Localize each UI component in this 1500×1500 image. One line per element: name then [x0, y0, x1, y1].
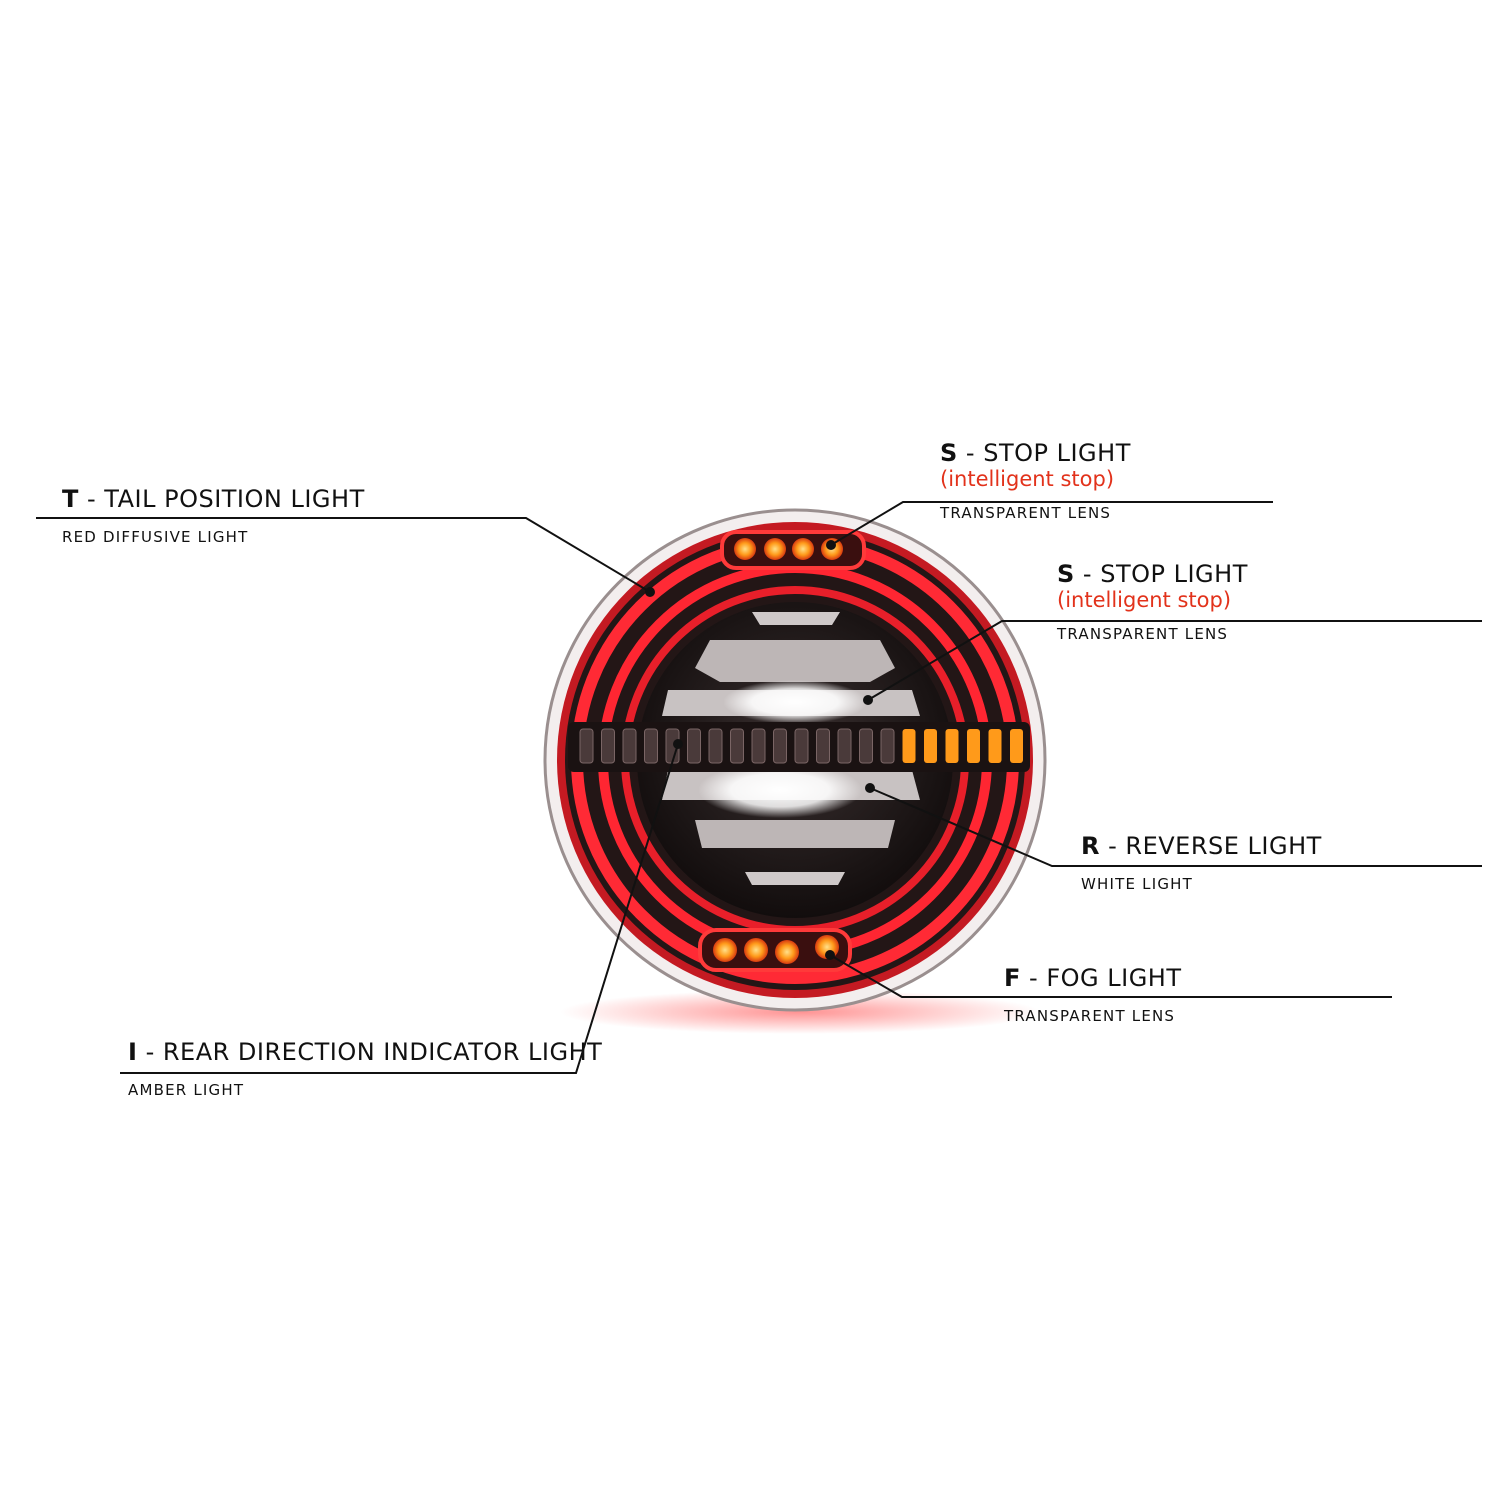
callout-tail: T - TAIL POSITION LIGHT RED DIFFUSIVE LI… — [62, 486, 365, 546]
indicator-segment — [773, 728, 787, 764]
bottom-fog-leds — [713, 935, 839, 964]
callout-title: REVERSE LIGHT — [1125, 832, 1322, 860]
indicator-segment — [924, 729, 937, 763]
stop-white-glow — [723, 680, 867, 724]
leader-dots — [645, 540, 875, 960]
indicator-segment — [988, 729, 1002, 763]
separator: - — [78, 485, 105, 513]
callout-note: (intelligent stop) — [1057, 588, 1232, 612]
callout-subtitle: AMBER LIGHT — [128, 1081, 245, 1099]
indicator-segment — [859, 728, 873, 764]
separator: - — [137, 1038, 163, 1066]
indicator-segment — [945, 729, 959, 763]
indicator-segment — [751, 728, 766, 764]
indicator-segments — [579, 728, 1023, 764]
callout-title: STOP LIGHT — [983, 439, 1131, 467]
callout-note: (intelligent stop) — [940, 467, 1115, 491]
lamp-reflection — [560, 990, 1040, 1034]
separator: - — [1020, 964, 1047, 992]
callout-subtitle: WHITE LIGHT — [1081, 875, 1193, 893]
callout-code: S — [1057, 560, 1075, 588]
indicator-segment — [794, 728, 809, 764]
indicator-segment — [730, 728, 744, 764]
callout-code: R — [1081, 832, 1100, 860]
indicator-segment — [880, 728, 895, 764]
leader-lines — [36, 501, 1482, 1074]
callout-title: REAR DIRECTION INDICATOR LIGHT — [162, 1038, 603, 1066]
indicator-segment — [687, 728, 701, 764]
separator: - — [1074, 560, 1101, 588]
indicator-segment — [601, 728, 615, 764]
separator: - — [1099, 832, 1126, 860]
callout-subtitle: TRANSPARENT LENS — [1057, 625, 1229, 643]
callout-code: T — [62, 485, 79, 513]
separator: - — [957, 439, 984, 467]
indicator-segment — [622, 728, 637, 764]
leader-tail — [36, 517, 651, 593]
callout-subtitle: TRANSPARENT LENS — [940, 504, 1112, 522]
callout-subtitle: TRANSPARENT LENS — [1004, 1007, 1176, 1025]
callout-code: I — [128, 1038, 138, 1066]
callout-title: TAIL POSITION LIGHT — [104, 485, 365, 513]
indicator-segment — [1010, 729, 1023, 763]
indicator-segment — [902, 729, 916, 763]
callout-code: S — [940, 439, 958, 467]
leader-reverse — [869, 787, 1482, 867]
callout-fog: F - FOG LIGHT TRANSPARENT LENS — [1004, 965, 1182, 1025]
callout-code: F — [1004, 964, 1021, 992]
callout-indicator: I - REAR DIRECTION INDICATOR LIGHT AMBER… — [128, 1039, 602, 1099]
leader-stop-top — [830, 501, 1273, 546]
bottom-fog-cluster — [698, 928, 852, 972]
callout-title: STOP LIGHT — [1100, 560, 1248, 588]
leader-indicator — [120, 743, 679, 1074]
callout-subtitle: RED DIFFUSIVE LIGHT — [62, 528, 249, 546]
indicator-segment — [837, 728, 852, 764]
callout-stop-mid: S - STOP LIGHT (intelligent stop) TRANSP… — [1057, 561, 1248, 643]
callout-reverse: R - REVERSE LIGHT WHITE LIGHT — [1081, 833, 1322, 893]
indicator-segment — [644, 728, 658, 764]
indicator-segment — [708, 728, 723, 764]
callout-title: FOG LIGHT — [1046, 964, 1182, 992]
leader-fog — [829, 954, 1392, 998]
indicator-segment — [579, 728, 594, 764]
indicator-segment — [967, 729, 980, 763]
leader-stop-mid — [867, 620, 1482, 701]
indicator-segment — [816, 728, 830, 764]
reverse-white-glow — [698, 762, 862, 818]
callout-stop-top: S - STOP LIGHT (intelligent stop) TRANSP… — [940, 440, 1131, 522]
